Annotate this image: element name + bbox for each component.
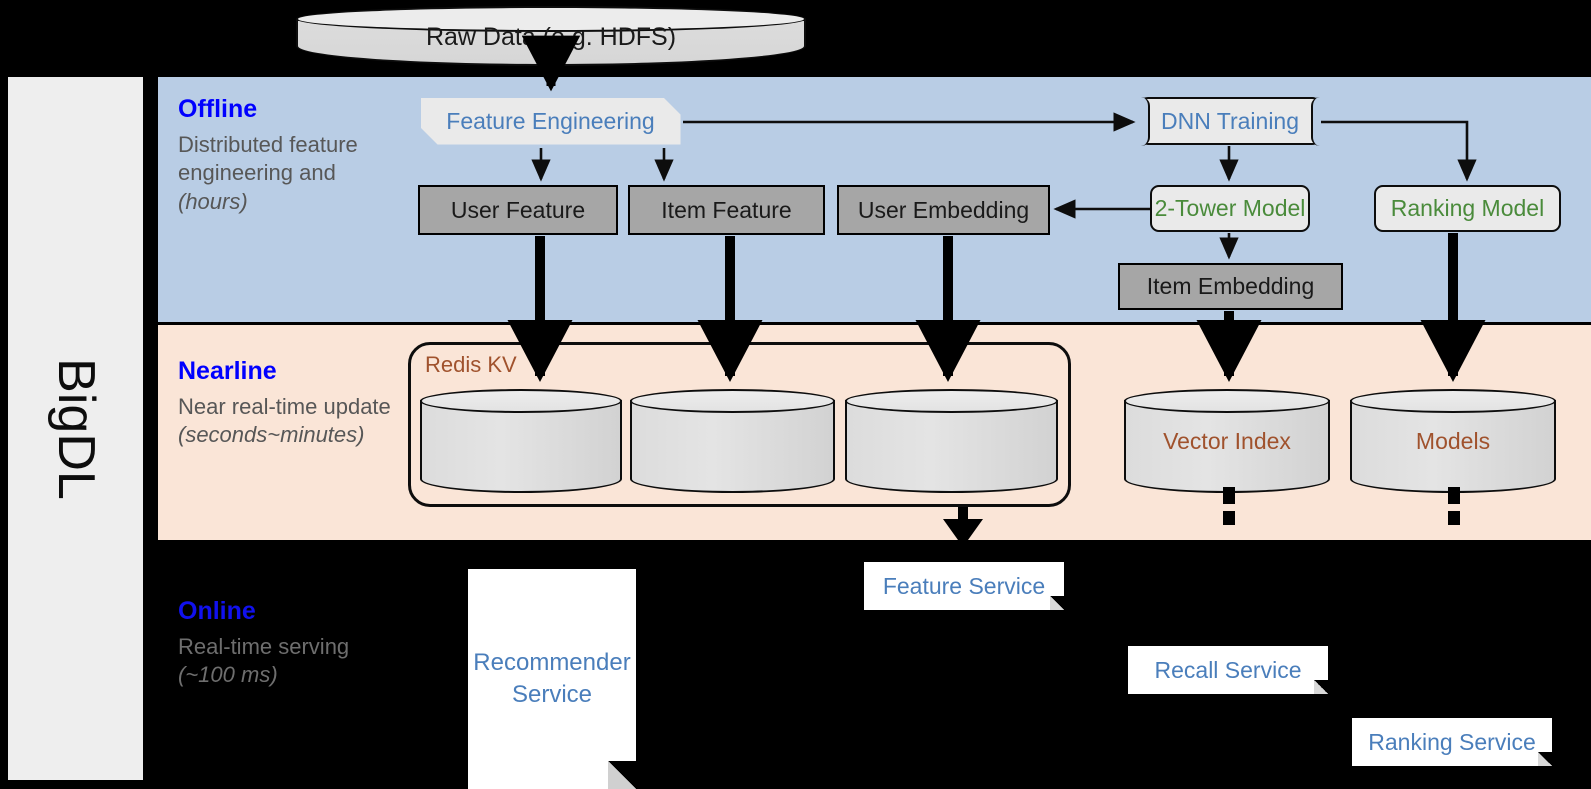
feature-engineering-box[interactable]: Feature Engineering	[418, 95, 683, 147]
cylinder-top	[420, 389, 622, 413]
caption-online-body: Real-time serving (~100 ms)	[178, 633, 403, 689]
models-label: Models	[1415, 427, 1491, 454]
page-fold-icon	[1314, 680, 1328, 694]
models-cylinder[interactable]: Models	[1350, 389, 1556, 493]
user-feature-box[interactable]: User Feature	[418, 185, 618, 235]
caption-nearline-title: Nearline	[178, 357, 277, 385]
caption-offline-body-text: Distributed feature engineering and	[178, 132, 358, 186]
redis-kv-label: Redis KV	[425, 352, 517, 377]
bigdl-sidebar: BigDL	[8, 77, 143, 780]
caption-online-title: Online	[178, 597, 256, 625]
cylinder-body	[845, 400, 1058, 493]
bigdl-label: BigDL	[46, 357, 105, 500]
two-tower-model-box[interactable]: 2-Tower Model	[1150, 185, 1310, 232]
item-embedding-box[interactable]: Item Embedding	[1118, 263, 1343, 310]
dnn-training-label: DNN Training	[1160, 107, 1300, 134]
feature-engineering-label: Feature Engineering	[421, 98, 681, 145]
cylinder-top	[630, 389, 835, 413]
recommender-service-note[interactable]: Recommender Service	[468, 569, 636, 789]
item-feature-label: Item Feature	[661, 196, 792, 223]
cylinder-top	[1124, 389, 1330, 413]
page-fold-icon	[608, 761, 636, 789]
recall-service-note[interactable]: Recall Service	[1128, 646, 1328, 694]
caption-nearline: Nearline Near real-time update (seconds~…	[178, 358, 403, 450]
cylinder-top	[1350, 389, 1556, 413]
recall-service-label: Recall Service	[1154, 656, 1302, 683]
ranking-service-note[interactable]: Ranking Service	[1352, 718, 1552, 766]
cylinder-top	[845, 389, 1058, 413]
cylinder-body	[630, 400, 835, 493]
caption-online: Online Real-time serving (~100 ms)	[178, 598, 403, 690]
vector-index-label: Vector Index	[1163, 427, 1291, 454]
caption-nearline-body-italic: (seconds~minutes)	[178, 422, 365, 448]
ranking-model-box[interactable]: Ranking Model	[1374, 185, 1561, 232]
redis-store-1-label	[420, 389, 622, 493]
caption-online-body-text: Real-time serving	[178, 634, 350, 660]
caption-offline-body: Distributed feature engineering and (hou…	[178, 131, 403, 215]
two-tower-model-label: 2-Tower Model	[1154, 195, 1306, 221]
raw-data-cylinder: Raw Data (e.g. HDFS)	[296, 6, 806, 66]
page-fold-icon	[1050, 596, 1064, 610]
redis-store-cylinder-2[interactable]	[630, 389, 835, 493]
redis-store-2-label	[630, 389, 835, 493]
caption-online-body-italic: (~100 ms)	[178, 662, 278, 688]
user-embedding-label: User Embedding	[857, 196, 1030, 223]
recommender-service-label: Recommender Service	[473, 649, 631, 708]
cylinder-body	[420, 400, 622, 493]
feature-service-label: Feature Service	[882, 572, 1046, 599]
vector-index-cylinder[interactable]: Vector Index	[1124, 389, 1330, 493]
redis-store-3-label	[845, 389, 1058, 493]
ranking-service-label: Ranking Service	[1368, 728, 1536, 755]
cylinder-body	[1350, 400, 1556, 493]
caption-offline: Offline Distributed feature engineering …	[178, 96, 403, 216]
user-embedding-box[interactable]: User Embedding	[837, 185, 1050, 235]
redis-store-cylinder-1[interactable]	[420, 389, 622, 493]
item-embedding-label: Item Embedding	[1146, 273, 1315, 299]
cylinder-body	[1124, 400, 1330, 493]
page-fold-icon	[1538, 752, 1552, 766]
feature-service-note[interactable]: Feature Service	[864, 562, 1064, 610]
redis-store-cylinder-3[interactable]	[845, 389, 1058, 493]
item-feature-box[interactable]: Item Feature	[628, 185, 825, 235]
caption-nearline-body-text: Near real-time update	[178, 394, 391, 420]
dnn-training-box[interactable]: DNN Training	[1138, 96, 1322, 146]
ranking-model-label: Ranking Model	[1390, 195, 1545, 221]
user-feature-label: User Feature	[450, 196, 586, 223]
raw-data-label: Raw Data (e.g. HDFS)	[425, 22, 677, 51]
cylinder-top	[296, 6, 806, 32]
caption-offline-body-italic: (hours)	[178, 188, 248, 214]
caption-nearline-body: Near real-time update (seconds~minutes)	[178, 393, 403, 449]
caption-offline-title: Offline	[178, 95, 258, 123]
